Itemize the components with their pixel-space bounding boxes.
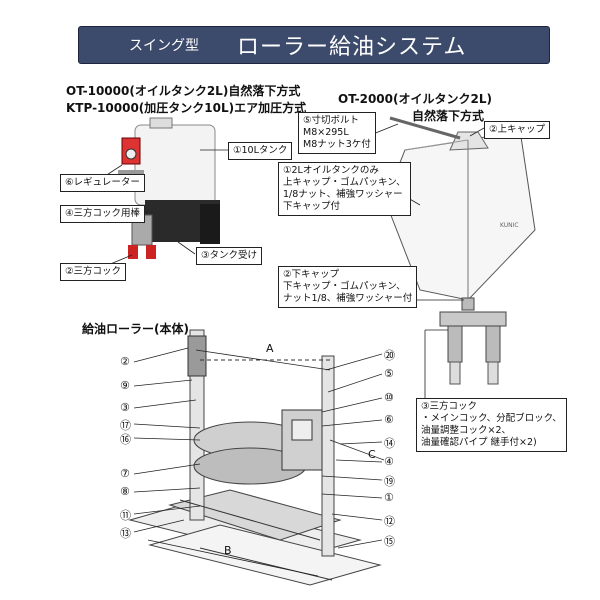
dimension-b: B bbox=[224, 544, 232, 557]
callout-left-5: ⑦ bbox=[120, 467, 130, 480]
callout-right-0: ⑳ bbox=[384, 349, 395, 362]
two-liter-tank-illustration bbox=[384, 116, 536, 385]
callout-left-6: ⑧ bbox=[120, 485, 130, 498]
roller-title: 給油ローラー(本体) bbox=[82, 322, 189, 336]
roller-body-illustration bbox=[128, 329, 382, 586]
tank-brand-text: KUNIC bbox=[500, 222, 519, 229]
label-three-way-cock: ②三方コック bbox=[60, 263, 127, 281]
callout-left-2: ③ bbox=[120, 401, 130, 414]
dimension-a: A bbox=[266, 342, 274, 355]
callout-right-3: ⑥ bbox=[384, 413, 394, 426]
banner-title: ローラー給油システム bbox=[237, 35, 467, 60]
callout-right-6: ⑲ bbox=[384, 475, 395, 488]
callout-right-8: ⑫ bbox=[384, 515, 395, 528]
title-banner: スイング型 ローラー給油システム bbox=[78, 26, 550, 64]
label-oil-tank: ①2Lオイルタンクのみ 上キャップ・ゴムパッキン、 1/8ナット、補強ワッシャー… bbox=[278, 162, 411, 216]
label-regulator: ⑥レギュレーター bbox=[60, 174, 145, 192]
callout-left-7: ⑪ bbox=[120, 509, 131, 522]
ten-liter-tank-illustration bbox=[118, 117, 220, 259]
callout-left-4: ⑯ bbox=[120, 433, 131, 446]
label-tank-tray: ③タンク受け bbox=[196, 247, 263, 265]
callout-right-2: ⑩ bbox=[384, 391, 394, 404]
callout-right-1: ⑤ bbox=[384, 367, 394, 380]
left-heading-line2: KTP-10000(加圧タンク10L)エア加圧方式 bbox=[66, 101, 307, 115]
callout-left-0: ② bbox=[120, 355, 130, 368]
label-top-cap: ②上キャップ bbox=[484, 121, 551, 139]
right-heading-line1: OT-2000(オイルタンク2L) bbox=[338, 92, 492, 106]
callout-left-1: ⑨ bbox=[120, 379, 130, 392]
callout-left-3: ⑰ bbox=[120, 419, 131, 432]
callout-right-4: ⑭ bbox=[384, 437, 395, 450]
label-tank: ①10Lタンク bbox=[228, 142, 293, 160]
label-cock-bracket: ④三方コック用棒 bbox=[60, 205, 146, 223]
dimension-c: C bbox=[368, 448, 376, 461]
callout-right-7: ① bbox=[384, 491, 394, 504]
label-threaded-bolt: ⑤寸切ボルト M8×295L M8ナット3ケ付 bbox=[298, 112, 376, 154]
callout-right-5: ④ bbox=[384, 455, 394, 468]
callout-left-8: ⑬ bbox=[120, 527, 131, 540]
right-heading-line2: 自然落下方式 bbox=[412, 109, 485, 123]
label-bottom-cap: ②下キャップ 下キャップ・ゴムパッキン、 ナット1/8、補強ワッシャー付 bbox=[278, 266, 418, 308]
callout-right-9: ⑮ bbox=[384, 535, 395, 548]
left-heading-line1: OT-10000(オイルタンク2L)自然落下方式 bbox=[66, 84, 301, 98]
banner-subtitle: スイング型 bbox=[129, 38, 199, 54]
label-three-way-cock-set: ③三方コック ・メインコック、分配ブロック、 油量調整コック×2、 油量確認パイ… bbox=[416, 398, 567, 452]
